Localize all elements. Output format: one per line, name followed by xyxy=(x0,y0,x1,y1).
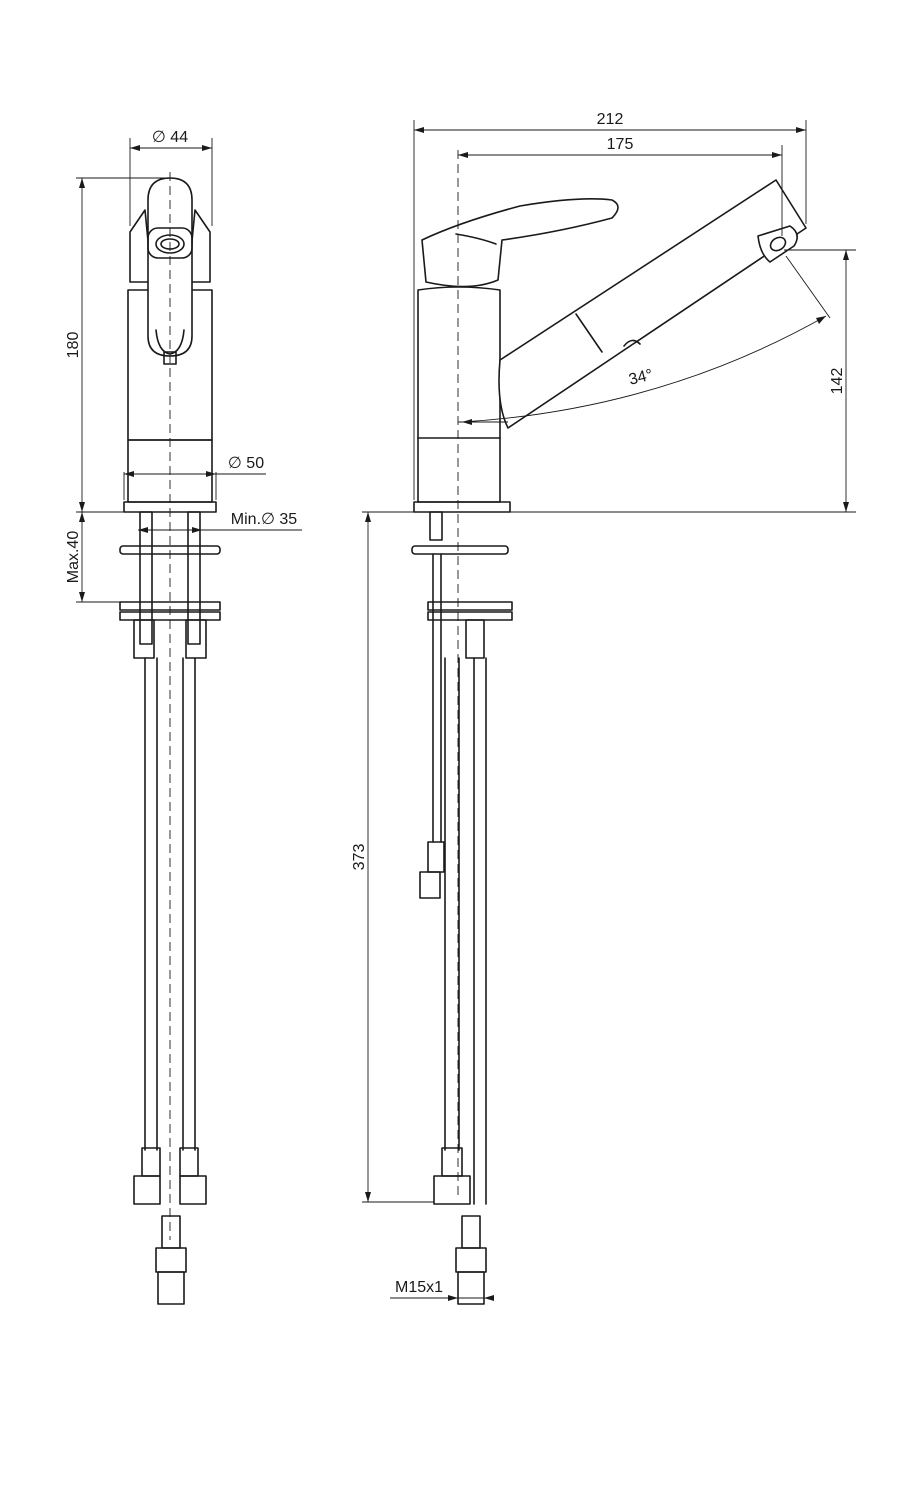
side-nut xyxy=(465,619,485,659)
dim-angle-ext xyxy=(785,255,831,319)
arrow xyxy=(843,250,849,260)
side-valve-body xyxy=(419,871,441,899)
dim-44-label: ∅ 44 xyxy=(152,129,188,146)
dim-212-label: 212 xyxy=(597,111,624,128)
arrow xyxy=(365,1192,371,1202)
side-valve xyxy=(427,841,445,873)
front-button xyxy=(163,351,177,365)
arrow xyxy=(79,502,85,512)
arrow xyxy=(414,127,424,133)
arrow xyxy=(79,178,85,188)
side-fitting xyxy=(441,1147,463,1177)
arrow xyxy=(458,152,468,158)
arrow xyxy=(130,145,140,151)
side-spray-nozzle xyxy=(769,236,787,252)
arrow xyxy=(772,152,782,158)
side-hose-nut xyxy=(457,1271,485,1305)
side-rod-top xyxy=(429,511,443,541)
front-hose-fitting xyxy=(155,1247,187,1273)
side-lever-edge xyxy=(455,233,497,245)
arrow xyxy=(206,471,216,477)
arrow xyxy=(192,527,202,533)
arrow xyxy=(448,1295,458,1301)
front-hexnut-right xyxy=(179,1175,207,1205)
arrow xyxy=(843,502,849,512)
side-spout xyxy=(498,179,807,429)
side-lever xyxy=(421,198,619,288)
side-washer-top xyxy=(411,545,509,555)
arrow xyxy=(484,1295,494,1301)
dim-35-label: Min.∅ 35 xyxy=(231,511,298,528)
arrow xyxy=(124,471,134,477)
side-spray-head xyxy=(757,225,798,263)
side-hose-end xyxy=(461,1215,481,1249)
front-hose-nut xyxy=(157,1271,185,1305)
side-body xyxy=(417,286,501,503)
dim-angle-label: 34° xyxy=(627,366,655,388)
dim-142-label: 142 xyxy=(829,368,846,395)
front-hose-end xyxy=(161,1215,181,1249)
arrow xyxy=(365,512,371,522)
front-fitting-right xyxy=(179,1147,199,1177)
front-rod-left xyxy=(139,511,153,645)
side-deck-flange xyxy=(413,501,511,513)
side-spout-joint xyxy=(575,313,603,353)
front-hexnut-left xyxy=(133,1175,161,1205)
front-rod-right xyxy=(187,511,201,645)
dimensions: ∅ 44 180 ∅ 50 Min.∅ 35 Max.40 212 xyxy=(65,111,856,1301)
arrow xyxy=(79,512,85,522)
arrow xyxy=(796,127,806,133)
side-plate-1 xyxy=(427,601,513,611)
front-view xyxy=(119,172,221,1305)
arrow xyxy=(202,145,212,151)
front-nut-right xyxy=(185,619,207,659)
arrow xyxy=(816,316,826,324)
dim-180-label: 180 xyxy=(65,332,82,359)
arrow xyxy=(79,592,85,602)
side-hose-fitting xyxy=(455,1247,487,1273)
dim-m15-label: M15x1 xyxy=(395,1279,443,1296)
front-fitting-left xyxy=(141,1147,161,1177)
dim-40-label: Max.40 xyxy=(65,531,82,584)
side-spout-button xyxy=(623,339,641,347)
dim-50-label: ∅ 50 xyxy=(228,455,264,472)
front-nut-left xyxy=(133,619,155,659)
arrow xyxy=(138,527,148,533)
side-view xyxy=(411,150,807,1305)
arrow xyxy=(462,419,472,425)
dim-373-label: 373 xyxy=(351,844,368,871)
front-spout-head xyxy=(147,177,193,357)
dim-angle-arc xyxy=(461,315,827,423)
dim-175-label: 175 xyxy=(607,136,634,153)
side-hexnut xyxy=(433,1175,471,1205)
